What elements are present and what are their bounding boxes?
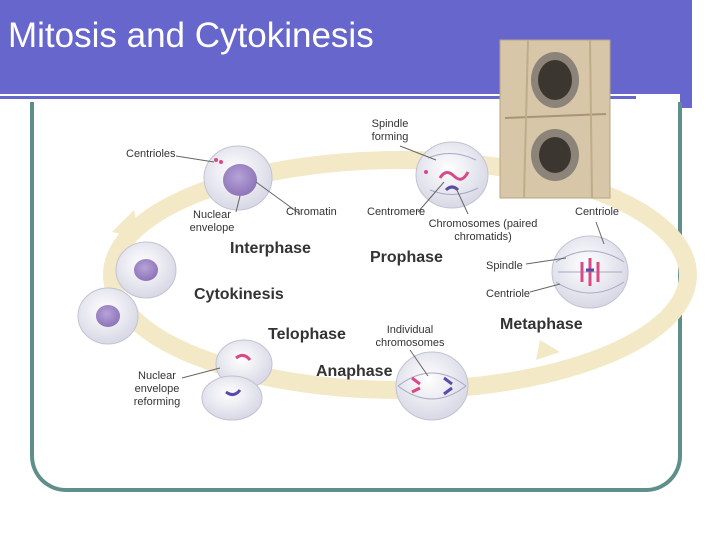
title-underline bbox=[0, 96, 636, 99]
interphase-cell bbox=[203, 145, 273, 211]
label-centrioles: Centrioles bbox=[126, 148, 176, 160]
phase-label-metaphase: Metaphase bbox=[500, 316, 583, 333]
label-pointers bbox=[175, 145, 605, 379]
label-chromosomes-paired: Chromosomes (paired chromatids) bbox=[428, 218, 538, 243]
cytokinesis-cells bbox=[77, 241, 177, 345]
phase-label-prophase: Prophase bbox=[370, 249, 443, 266]
label-nuclear-envelope: Nuclear envelope bbox=[189, 209, 235, 234]
phase-label-cytokinesis: Cytokinesis bbox=[194, 286, 284, 303]
label-nuclear-envelope-reforming: Nuclear envelope reforming bbox=[133, 370, 181, 408]
label-spindle: Spindle bbox=[486, 260, 523, 272]
metaphase-cell bbox=[551, 235, 629, 309]
cycle-arrowhead bbox=[536, 340, 560, 360]
label-centriole-metaphase: Centriole bbox=[486, 288, 531, 300]
cycle-arrowhead bbox=[112, 210, 140, 238]
label-spindle-forming: Spindle forming bbox=[371, 118, 409, 143]
prophase-cell bbox=[415, 141, 489, 209]
phase-label-anaphase: Anaphase bbox=[316, 363, 393, 380]
label-centriole: Centriole bbox=[575, 206, 620, 218]
phase-label-telophase: Telophase bbox=[268, 326, 346, 343]
slide-title: Mitosis and Cytokinesis bbox=[8, 16, 374, 55]
micrograph-image bbox=[499, 39, 611, 199]
label-chromatin: Chromatin bbox=[286, 206, 337, 218]
telophase-cell bbox=[201, 339, 273, 421]
label-individual-chromosomes: Individual chromosomes bbox=[375, 324, 445, 349]
phase-label-interphase: Interphase bbox=[230, 240, 311, 257]
label-centromere: Centromere bbox=[367, 206, 426, 218]
anaphase-cell bbox=[395, 351, 469, 421]
title-bar-corner bbox=[680, 14, 692, 108]
